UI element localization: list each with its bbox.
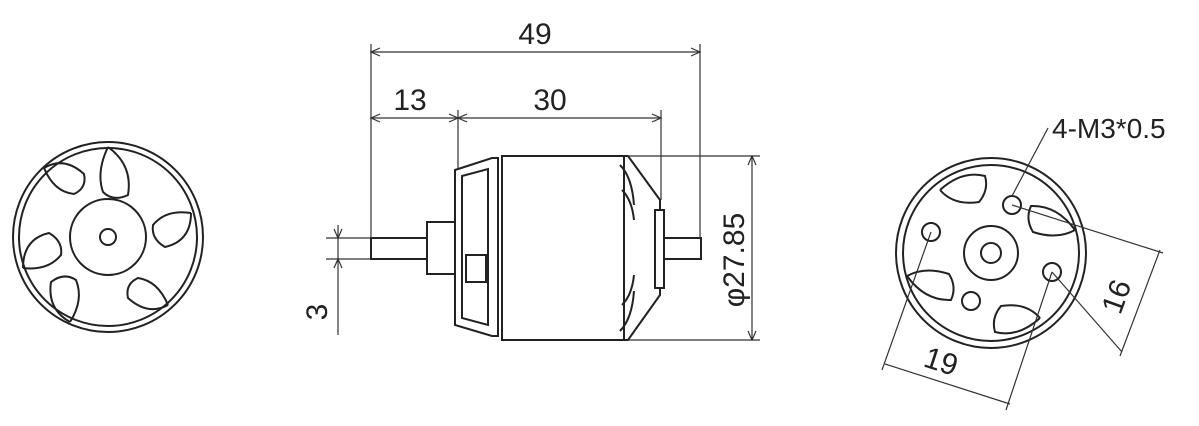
front-hub <box>69 198 147 276</box>
mount-hole-4 <box>921 222 941 242</box>
ext-19-b <box>1005 271 1053 411</box>
front-outer-rim <box>12 141 204 333</box>
rear-shaft <box>980 242 1002 264</box>
slot-2 <box>151 211 192 249</box>
dim-body-diameter: φ27.85 <box>718 154 757 342</box>
shaft-collar <box>426 221 456 275</box>
rear-shaft <box>663 237 702 260</box>
front-shaft <box>370 237 430 260</box>
front-cooling-slots <box>22 146 192 323</box>
rear-hub <box>963 225 1019 281</box>
dim-19-line <box>884 363 1011 405</box>
callout-leader <box>1011 127 1049 197</box>
rear-cap-ribs-2 <box>621 189 635 306</box>
slot-3 <box>126 276 169 311</box>
motor-can <box>501 155 625 341</box>
mount-hole-3 <box>961 291 981 311</box>
dim-body-length: 30 <box>456 84 663 123</box>
shaft-length-label: 13 <box>393 84 426 117</box>
rear-inner-rim <box>902 164 1080 342</box>
dim-overall-length: 49 <box>369 18 702 57</box>
rear-slot-2 <box>1027 204 1076 237</box>
front-shaft <box>99 228 117 246</box>
dim-16-line <box>1119 249 1161 357</box>
front-view <box>12 141 204 333</box>
body-diameter-label: φ27.85 <box>718 213 751 308</box>
mount-spacing-b-label: 16 <box>1096 275 1138 318</box>
ext-19-a <box>881 231 932 371</box>
slot-6 <box>43 162 86 196</box>
rear-slot-3 <box>992 304 1041 335</box>
body-length-label: 30 <box>533 84 566 117</box>
overall-length-label: 49 <box>518 18 551 51</box>
mount-holes <box>921 195 1062 311</box>
rear-slot-1 <box>939 173 988 204</box>
rear-slot-4 <box>906 269 955 302</box>
shaft-diameter-label: 3 <box>301 304 334 321</box>
ext-16-b <box>1051 271 1123 353</box>
mount-spacing-a-label: 19 <box>920 341 962 383</box>
slot-1 <box>99 146 130 199</box>
rear-view: 4-M3*0.5 16 19 <box>881 113 1166 411</box>
side-view: 49 13 30 3 φ27.85 <box>301 18 760 342</box>
dim-shaft-length: 13 <box>369 84 460 123</box>
ext-16-a <box>1011 204 1164 254</box>
mount-hole-2 <box>1042 262 1062 282</box>
mount-holes-callout: 4-M3*0.5 <box>1052 113 1166 144</box>
front-bell-notch <box>465 254 487 283</box>
slot-4 <box>49 275 80 323</box>
slot-5 <box>22 231 63 270</box>
rear-cap-ribs <box>619 164 635 332</box>
rear-outer-rim <box>895 157 1087 349</box>
dim-shaft-diameter: 3 <box>301 225 343 335</box>
rear-bearing <box>654 209 665 289</box>
rear-cooling-slots <box>906 173 1076 335</box>
front-bell-inner <box>461 167 489 327</box>
